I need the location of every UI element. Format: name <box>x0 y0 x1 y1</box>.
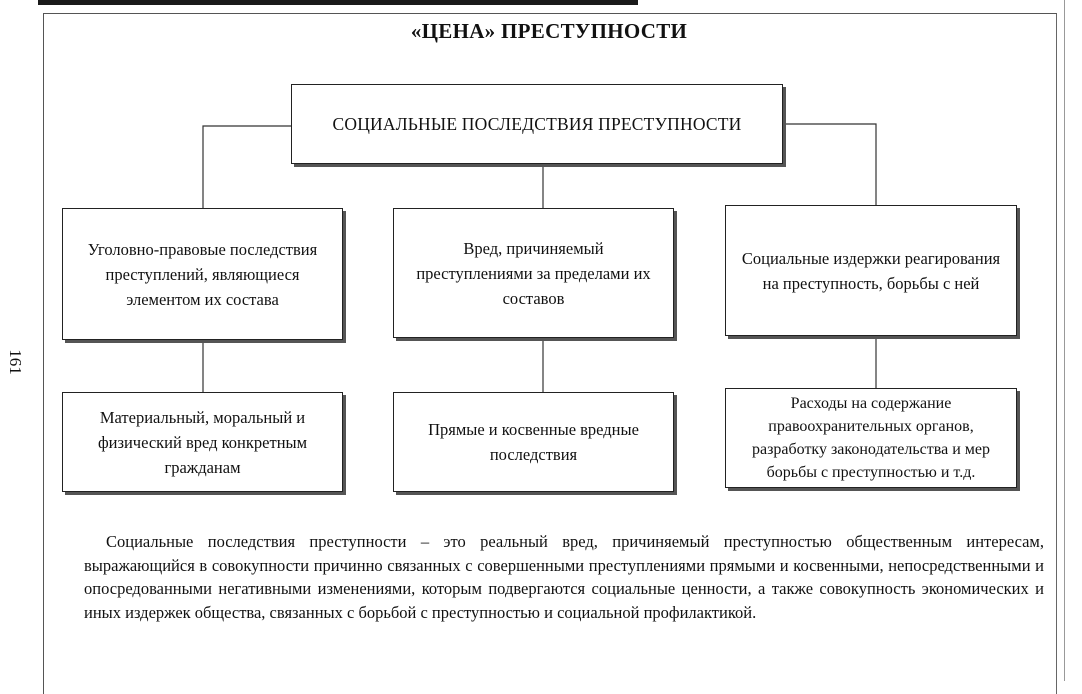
branch-label: Уголовно-правовые последствия преступлен… <box>87 239 318 309</box>
root-box: СОЦИАЛЬНЫЕ ПОСЛЕДСТВИЯ ПРЕСТУПНОСТИ <box>291 84 783 164</box>
top-rule <box>38 0 638 5</box>
child-label: Расходы на содержание правоохранительных… <box>751 395 990 481</box>
branch-box-harm-outside: Вред, причиняемый преступлениями за пред… <box>393 208 674 338</box>
child-box-expenses: Расходы на содержание правоохранительных… <box>725 388 1017 488</box>
child-box-material-harm: Материальный, моральный и физический вре… <box>62 392 343 492</box>
child-box-direct-indirect: Прямые и косвенные вредные последствия <box>393 392 674 492</box>
page-edge-line <box>1064 0 1065 681</box>
connector-root-left <box>202 125 291 208</box>
page-title: «ЦЕНА» ПРЕСТУПНОСТИ <box>410 19 688 43</box>
branch-label: Вред, причиняемый преступлениями за пред… <box>416 238 651 308</box>
root-label: СОЦИАЛЬНЫЕ ПОСЛЕДСТВИЯ ПРЕСТУПНОСТИ <box>332 113 742 134</box>
child-label: Прямые и косвенные вредные последствия <box>428 420 639 464</box>
connector-root-right <box>783 123 877 205</box>
branch-label: Социальные издержки реагирования на прес… <box>741 248 1001 293</box>
branch-box-social-costs: Социальные издержки реагирования на прес… <box>725 205 1017 336</box>
branch-box-criminal-legal: Уголовно-правовые последствия преступлен… <box>62 208 343 340</box>
definition-paragraph: Социальные последствия преступности – эт… <box>84 532 1044 622</box>
page-frame <box>43 13 1057 694</box>
child-label: Материальный, моральный и физический вре… <box>97 407 308 477</box>
